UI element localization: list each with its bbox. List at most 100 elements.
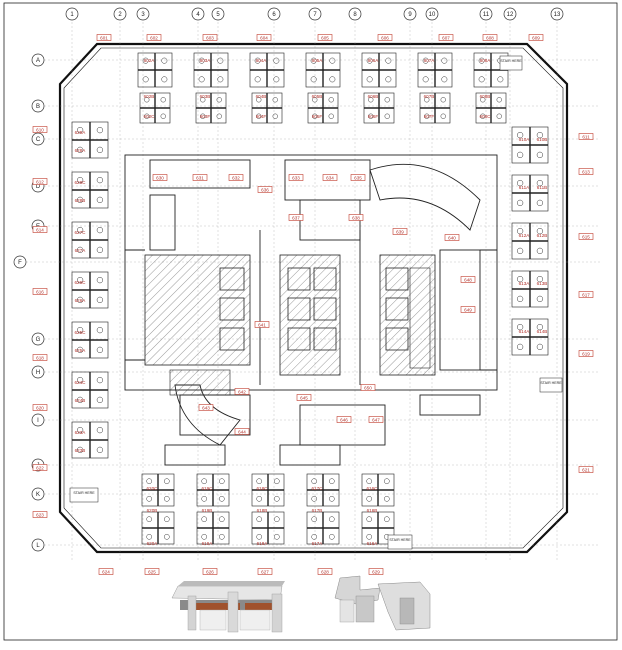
- workstation-label: 626C: [75, 280, 87, 285]
- workstation-label: 628C: [75, 180, 87, 185]
- grid-column-label: 2: [118, 12, 122, 18]
- grid-column-bubble: 13: [550, 7, 564, 21]
- grid-column-bubble: 11: [479, 7, 493, 21]
- workstation-label: 612B: [537, 233, 548, 238]
- room-tag: 606: [377, 34, 393, 41]
- workstation-cluster: [361, 473, 395, 507]
- workstation-label: 606A: [368, 58, 380, 63]
- room-number: 630: [156, 176, 164, 181]
- workstation-label: 611B: [537, 185, 547, 190]
- grid-column-bubble: 5: [211, 7, 225, 21]
- room-tag: 638: [348, 214, 364, 221]
- room-number: 628: [321, 570, 329, 575]
- room-tag: 618: [32, 354, 48, 361]
- room-number: 643: [202, 406, 210, 411]
- room-number: 639: [396, 230, 404, 235]
- grid-row-label: B: [36, 104, 40, 110]
- room-number: 629: [372, 570, 380, 575]
- room-number: 615: [582, 235, 590, 240]
- grid-column-label: 11: [483, 12, 490, 18]
- room-tag: 604: [256, 34, 272, 41]
- workstation-cluster: [475, 92, 507, 124]
- workstation-cluster: [511, 126, 549, 164]
- grid-column-bubble: 9: [403, 7, 417, 21]
- workstation-cluster: [71, 171, 109, 209]
- room-number: 649: [464, 308, 472, 313]
- room-tag: 646: [336, 416, 352, 423]
- building-inner-outline: [63, 47, 564, 549]
- room-tag: 623: [32, 511, 48, 518]
- room-tag: 622: [32, 464, 48, 471]
- grid-row-bubble: H: [31, 365, 45, 379]
- room-tag: 603: [202, 34, 218, 41]
- room-number: 610: [36, 128, 44, 133]
- room-tag: 648: [460, 276, 476, 283]
- grid-column-label: 7: [313, 12, 317, 18]
- room-tag: 614: [32, 226, 48, 233]
- grid-row-bubble: K: [31, 487, 45, 501]
- workstation-cluster: [417, 52, 453, 88]
- room-number: 606: [381, 36, 389, 41]
- workstations-north: 602A602B602C603A603B603F604A604B604F605A…: [137, 52, 509, 124]
- workstation-label: 624B: [75, 398, 86, 403]
- workstation-label: 618B: [257, 508, 268, 513]
- stair-label-s: STAIR HERE: [389, 538, 411, 542]
- room-number: 622: [36, 466, 44, 471]
- grid-column-label: 3: [141, 12, 145, 18]
- room-tag: 626: [202, 568, 218, 575]
- workstation-label: 603F: [200, 114, 211, 119]
- room-tag: 637: [288, 214, 304, 221]
- workstation-label: 623A: [75, 430, 87, 435]
- room-tag: 612: [32, 178, 48, 185]
- room-tag: 644: [234, 428, 250, 435]
- room-number: 642: [238, 390, 246, 395]
- grid-column-bubble: 12: [503, 7, 517, 21]
- workstation-cluster: [363, 92, 395, 124]
- room-number: 614: [36, 228, 44, 233]
- grid-column-label: 8: [353, 12, 357, 18]
- room-tag: 636: [257, 186, 273, 193]
- room-number: 636: [261, 188, 269, 193]
- workstation-cluster: [251, 511, 285, 545]
- room-number: 646: [340, 418, 348, 423]
- workstation-cluster: [196, 473, 230, 507]
- workstation-cluster: [251, 92, 283, 124]
- workstation-label: 603B: [200, 94, 211, 99]
- workstation-label: 603A: [200, 58, 212, 63]
- workstation-cluster: [139, 92, 171, 124]
- room-tag: 611: [578, 133, 594, 140]
- workstation-label: 628B: [75, 198, 86, 203]
- room-number: 603: [206, 36, 214, 41]
- workstation-label: 614A: [519, 329, 531, 334]
- workstation-cluster: [251, 473, 285, 507]
- workstation-label: 616C: [367, 486, 379, 491]
- room-tag: 647: [368, 416, 384, 423]
- room-number: 613: [582, 170, 590, 175]
- workstation-cluster: [71, 421, 109, 459]
- workstation-label: 626A: [75, 298, 87, 303]
- grid-column-bubble: 3: [136, 7, 150, 21]
- room-tag: 625: [144, 568, 160, 575]
- room-number: 626: [206, 570, 214, 575]
- room-tag: 643: [198, 404, 214, 411]
- workstation-label: 618A: [257, 541, 269, 546]
- room-number: 644: [238, 430, 246, 435]
- grid-column-label: 13: [554, 12, 561, 18]
- grid-column-bubble: 6: [267, 7, 281, 21]
- workstation-label: 607A: [424, 58, 436, 63]
- room-tag: 642: [234, 388, 250, 395]
- grid-row-label: L: [36, 543, 40, 549]
- workstation-label: 619C: [202, 486, 214, 491]
- room-number: 605: [321, 36, 329, 41]
- grid-row-bubble: A: [31, 53, 45, 67]
- room-number: 612: [36, 180, 44, 185]
- grid-column-bubble: 1: [65, 7, 79, 21]
- room-tag: 601: [96, 34, 112, 41]
- workstation-cluster: [71, 221, 109, 259]
- grid-column-label: 12: [507, 12, 514, 18]
- grid-row-bubble: G: [31, 332, 45, 346]
